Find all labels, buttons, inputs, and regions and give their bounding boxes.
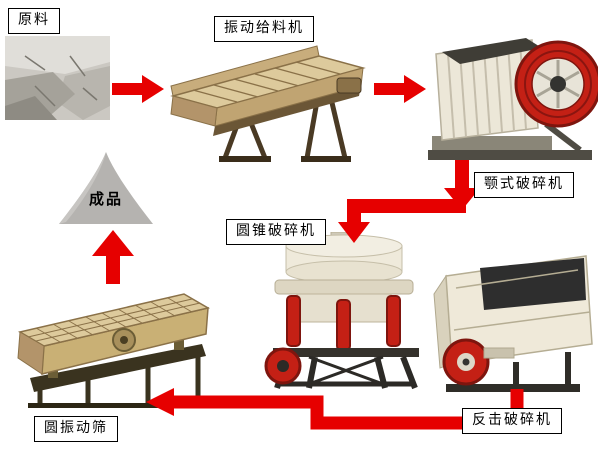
arrow-feeder-to-jaw [374,73,426,105]
screen-spring [174,334,184,350]
cone-pulley [264,347,302,385]
impact-crusher-icon [433,255,593,392]
label-vibrating-feeder: 振动给料机 [214,16,314,42]
impact-crusher-image [428,236,598,400]
label-cone-crusher: 圆锥破碎机 [226,219,326,245]
feeder-grizzly-bars [192,61,341,103]
cone-hydraulic-cylinders [286,295,401,351]
rock-photo-icon [5,36,110,120]
arrow-raw-to-feeder [112,73,164,105]
feeder-motor [336,77,362,94]
label-finished-product: 成品 [88,190,123,208]
label-circular-vibrating-screen: 圆振动筛 [34,416,118,442]
jaw-feed-opening [442,38,542,64]
vibrating-feeder-image [167,42,372,164]
raw-material-image [5,36,110,120]
vibrating-feeder-icon [170,45,366,162]
screen-vibrator-hub [112,328,136,352]
label-jaw-crusher: 颚式破碎机 [474,172,574,198]
product-pile-icon [59,152,153,224]
finished-product-pile: 成品 [56,150,156,228]
cone-crusher-icon [264,232,419,390]
arrow-screen-to-product [92,230,134,284]
cone-crusher-image [253,232,435,394]
arrow-jaw-down [444,160,480,210]
impact-rotor-wheel [442,338,490,386]
screen-mesh [27,297,201,343]
jaw-body-ribs [447,41,527,139]
circular-vibrating-screen-icon [17,293,211,408]
jaw-crusher-icon [428,38,598,160]
connector-jaw-to-cone [332,198,472,244]
label-impact-crusher: 反击破碎机 [462,408,562,434]
circular-vibrating-screen-image [16,282,218,410]
jaw-flywheel [514,40,598,128]
label-raw-material: 原料 [8,8,60,34]
impact-feed-opening [480,258,586,310]
jaw-crusher-image [428,24,598,166]
